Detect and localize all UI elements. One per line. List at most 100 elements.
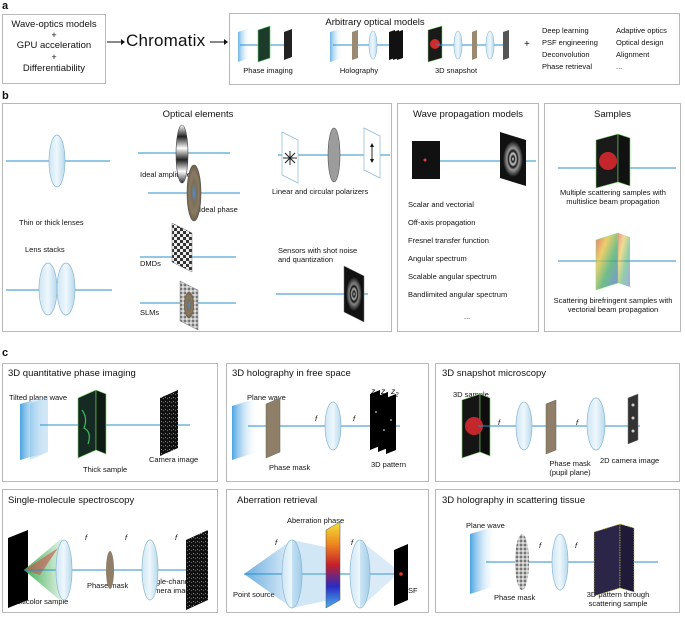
abr-f2: f [351,538,354,547]
model-label-snapshot: 3D snapshot [434,66,478,75]
app-alignment: Alignment [616,50,650,59]
phase-imaging-illustration [238,25,292,63]
feature-wave-optics: Wave-optics models [11,19,97,30]
label-ideal-amplitude: Ideal amplitude [140,170,191,179]
panel-label-b: b [2,90,9,102]
qpi-sample-label: Thick sample [83,465,128,474]
prop-scalar-vectorial: Scalar and vectorial [408,200,474,209]
prop-angular-spectrum: Angular spectrum [408,254,467,263]
feature-plus: + [51,52,57,62]
app-phase-retrieval: Phase retrieval [542,62,593,71]
abr-illustration [244,521,408,609]
sms-illustration [8,530,208,610]
abr-f1: f [275,538,278,547]
holography-illustration [330,28,403,62]
elements-title: Optical elements [162,109,234,120]
prop-scalable-as: Scalable angular spectrum [408,272,497,281]
sms-f1: f [85,533,88,542]
tissue-illustration [470,523,658,597]
z2-label: z [390,386,396,396]
dmd-illustration [140,222,236,273]
snap-camera-label: 2D camera image [600,456,660,465]
z0-label: z [371,386,376,396]
app-optical-design: Optical design [616,38,664,47]
polarizers-illustration [278,127,390,184]
prop-off-axis: Off-axis propagation [408,218,476,227]
lens-stack-illustration [6,262,112,316]
feature-differentiability: Differentiability [22,63,86,74]
sms-mask-label: Phase mask [87,581,129,590]
sms-camera-label: Single-channel camera image [145,577,195,595]
qpi-wave-label: Tilted plane wave [9,393,68,402]
ideal-amplitude-illustration [138,124,230,184]
label-dmds: DMDs [140,259,161,268]
qpi-camera-label: Camera image [149,455,199,464]
tissue-title: 3D holography in scattering tissue [442,495,586,506]
sample-multislice: Multiple scattering samples with multisl… [560,188,666,206]
tissue-f1: f [539,541,542,550]
models-title: Arbitrary optical models [325,17,425,28]
holo-wave-label: Plane wave [247,393,286,402]
sensor-illustration [276,265,368,323]
snap-illustration [461,393,640,459]
holo-illustration [232,390,400,460]
slm-illustration [140,280,236,331]
label-thin-thick-lenses: Thin or thick lenses [19,218,84,227]
qpi-title: 3D quantitative phase imaging [8,368,136,379]
snapshot-illustration [427,25,509,63]
panel-label-c: c [2,347,9,359]
model-label-holography: Holography [339,66,379,75]
tissue-mask-label: Phase mask [494,593,536,602]
tissue-pattern-label: 3D pattern through scattering sample [586,590,650,608]
label-slms: SLMs [140,308,160,317]
tissue-wave-label: Plane wave [466,521,505,530]
snap-mask-label: Phase mask (pupil plane) [549,459,591,477]
snap-f1: f [498,418,501,427]
snap-title: 3D snapshot microscopy [442,368,547,379]
sms-title: Single-molecule spectroscopy [8,495,135,506]
abr-phase-label: Aberration phase [287,516,345,525]
snap-f2: f [576,418,579,427]
sms-f3: f [175,533,178,542]
feature-plus: + [51,30,57,40]
label-ideal-phase: Ideal phase [199,205,238,214]
app-deep-learning: Deep learning [542,26,589,35]
apps-plus: + [524,39,530,50]
thin-lens-illustration [6,134,110,188]
abr-source-label: Point source [233,590,275,599]
holo-mask-label: Phase mask [269,463,311,472]
label-sensors: Sensors with shot noise and quantization [278,246,358,264]
snap-sample-label: 3D sample [453,390,489,399]
sms-f2: f [125,533,128,542]
model-label-phase: Phase imaging [243,66,293,75]
features-box: Wave-optics models + GPU acceleration + … [2,14,106,84]
qpi-illustration [20,389,190,460]
prop-bandlimited-as: Bandlimited angular spectrum [408,290,508,299]
abr-psf-label: PSF [403,586,418,595]
tissue-f2: f [575,541,578,550]
holo-title: 3D holography in free space [232,368,351,379]
ideal-phase-illustration [148,164,240,222]
prop-fresnel: Fresnel transfer function [408,236,489,245]
propagation-illustration [412,132,536,186]
sms-sample-label: Multicolor sample [10,597,69,606]
birefringent-sample-illustration [558,232,676,291]
app-ellipsis: ... [616,62,623,71]
panel-label-a: a [2,0,9,12]
feature-gpu: GPU acceleration [16,40,92,51]
abr-title: Aberration retrieval [237,495,318,506]
app-deconvolution: Deconvolution [542,50,590,59]
prop-ellipsis: ... [464,312,471,321]
label-polarizers: Linear and circular polarizers [272,187,369,196]
z1-label: z [380,386,386,396]
z2-sub: 2 [395,392,399,399]
propagation-title: Wave propagation models [412,109,523,120]
holo-f2: f [353,414,356,423]
app-psf-engineering: PSF engineering [542,38,598,47]
holo-f1: f [315,414,318,423]
samples-title: Samples [594,109,631,120]
